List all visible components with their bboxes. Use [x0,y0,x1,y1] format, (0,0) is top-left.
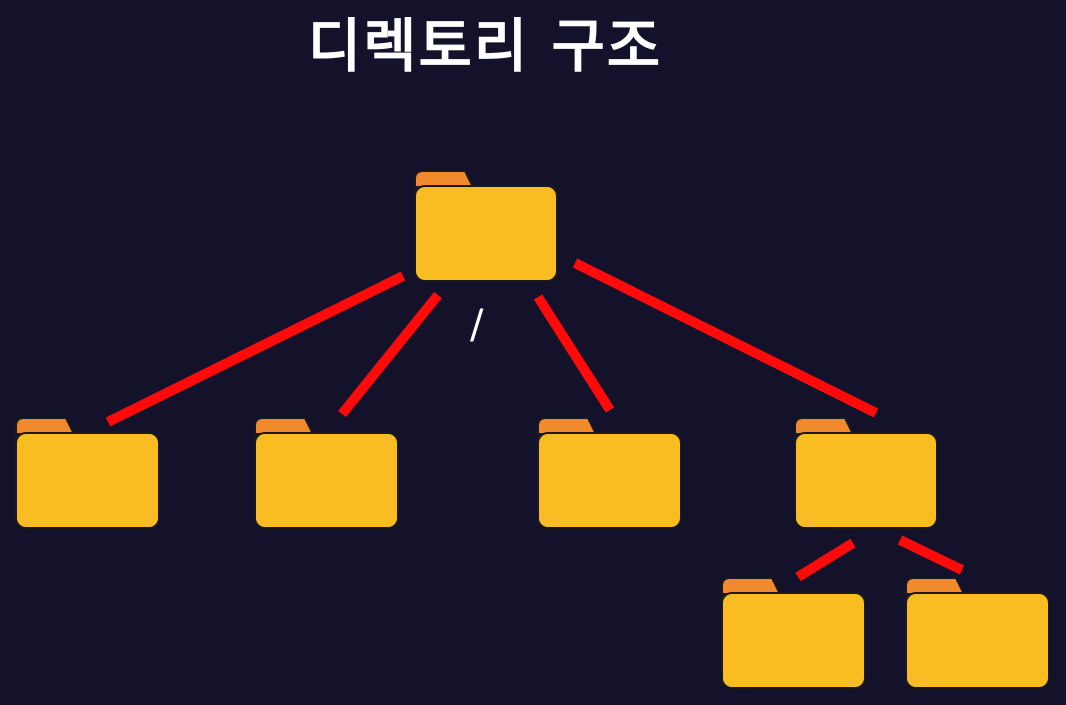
root-folder-icon[interactable] [414,170,558,282]
child-1-folder-icon[interactable] [15,417,160,529]
edge-root-to-child-3 [533,294,615,413]
tree-edges [105,258,965,582]
edge-root-to-child-4 [572,258,879,418]
child-2-folder-icon[interactable] [254,417,399,529]
child-4-folder-icon[interactable] [794,417,938,529]
edge-root-to-child-2 [338,291,442,418]
edge-child-4-to-grandchild-2 [897,535,965,575]
page-title: 디렉토리 구조 [307,12,663,80]
grandchild-1-folder-icon[interactable] [721,577,866,689]
edge-child-4-to-grandchild-1 [795,538,856,582]
edge-root-to-child-1 [105,271,406,427]
child-3-folder-icon[interactable] [537,417,682,529]
root-directory-label: / [470,302,484,348]
grandchild-2-folder-icon[interactable] [905,577,1050,689]
